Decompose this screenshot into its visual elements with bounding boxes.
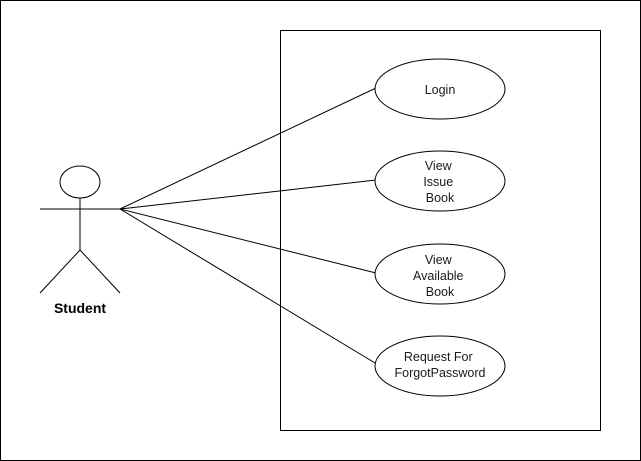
- actor-label: Student: [54, 300, 106, 316]
- use-case-ellipse: [374, 58, 506, 120]
- system-boundary: [280, 30, 601, 431]
- actor-left-leg: [39, 249, 81, 294]
- use-case-label: Login: [425, 83, 456, 97]
- association-view-issue-book: [119, 179, 377, 210]
- use-case-login[interactable]: Login: [374, 58, 506, 120]
- use-case-label: Request For ForgotPassword: [394, 350, 485, 380]
- use-case-view-issue-book[interactable]: View Issue Book: [374, 150, 506, 212]
- actor-student[interactable]: [39, 165, 121, 294]
- use-case-label: View Issue Book: [423, 159, 456, 205]
- use-case-ellipse: [374, 243, 506, 305]
- association-request-forgot-password: [119, 208, 381, 367]
- actor-right-leg: [79, 249, 121, 294]
- use-case-request-forgot-password[interactable]: Request For ForgotPassword: [374, 335, 506, 397]
- use-case-label: View Available Book: [413, 253, 467, 299]
- association-login: [119, 87, 377, 210]
- use-case-ellipse: [374, 335, 506, 397]
- use-case-ellipse: [374, 150, 506, 212]
- use-case-view-available-book[interactable]: View Available Book: [374, 243, 506, 305]
- actor-head: [59, 165, 101, 199]
- association-view-available-book: [119, 208, 377, 274]
